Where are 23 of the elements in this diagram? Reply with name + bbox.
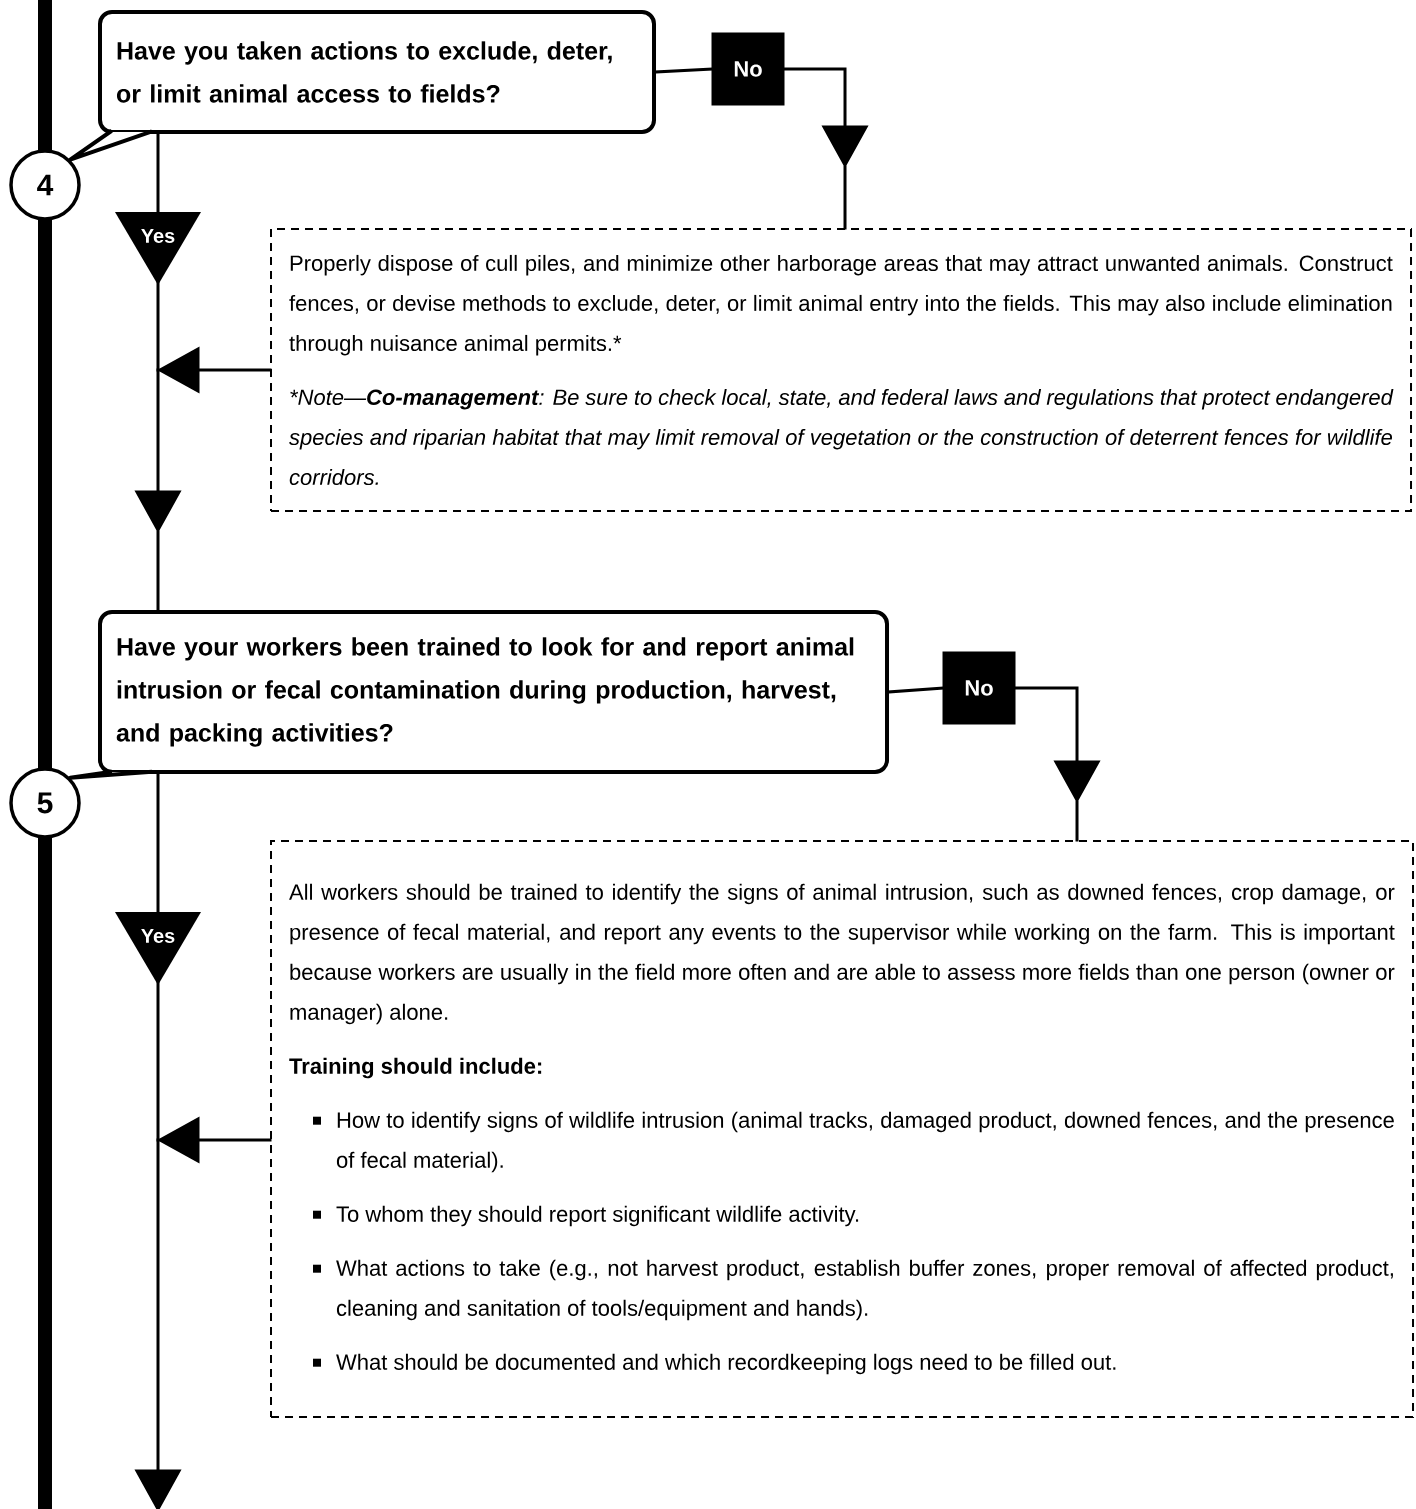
answer-box: No [942,651,1016,725]
step-number: 5 [9,767,81,839]
answer-box: No [711,32,785,106]
arrow [156,346,272,393]
bubble-tail [68,130,152,162]
question-box: Have you taken actions to exclude, deter, or limit animal access to fields? [98,10,656,134]
paragraph: All workers should be trained to identify the signs of animal intrusion, such as downed fences, crop damage, or presence of fecal material, and report any events to the supervisor while working on the farm. This is important because workers are usually in the field more often and are able to assess more fields than one person (owner or manager) alone. [289,883,1395,1025]
arrow [1014,686,1100,842]
arrow [783,67,868,230]
question-box: Have your workers been trained to look for and report animal intrusion or fecal contamination during production, harvest, and packing activities? [98,610,889,774]
arrow [134,132,181,612]
note-text: *Note—Co-management: Be sure to check local, state, and federal laws and regulations that protect endangered species and riparian habitat that may limit removal of vegetation or the construction of deterrent fences for wildlife corridors. [289,388,1394,486]
list-heading: Training should include: [289,1057,542,1079]
arrow [156,1116,272,1163]
list-item: What should be documented and which recordkeeping logs need to be filled out. [313,1353,1116,1375]
bubble-tail [68,770,152,780]
paragraph: Properly dispose of cull piles, and minimize other harborage areas that may attract unwanted animals. Construct fences, or devise methods to exclude, deter, or limit animal entry into the fields. This may also include elimination through nuisance animal permits.* [289,254,1393,356]
recommendation-box [270,840,1414,1418]
list-item: To whom they should report significant wildlife activity. [313,1205,859,1227]
list-item: How to identify signs of wildlife intrusion (animal tracks, damaged product, downed fences, and the presence of fecal material). [313,1111,1394,1173]
step-number: 4 [9,149,81,221]
list-item: What actions to take (e.g., not harvest product, establish buffer zones, proper removal of affected product, cleaning and sanitation of tools/equipment and hands). [313,1259,1393,1321]
recommendation-box [270,228,1412,512]
